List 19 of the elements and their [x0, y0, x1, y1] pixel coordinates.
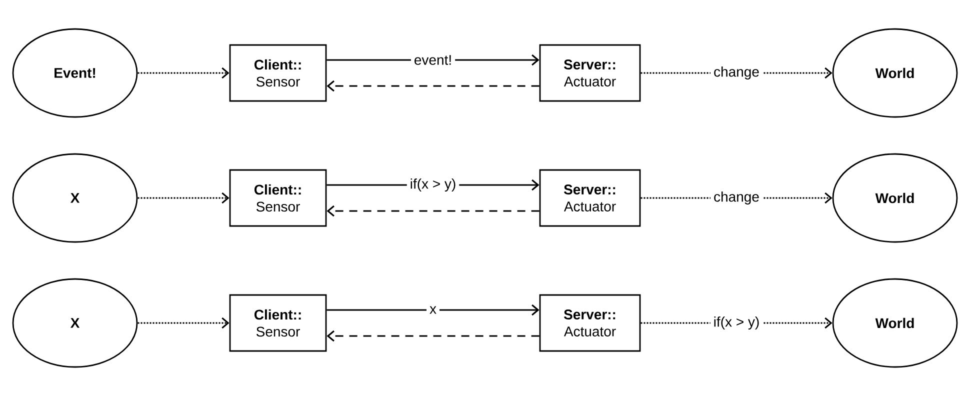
arrow	[326, 205, 540, 217]
arrow	[326, 330, 540, 342]
arrow	[326, 304, 540, 316]
arrow	[326, 80, 540, 92]
edge-label: event!	[410, 52, 456, 68]
process-box: Server:: Actuator	[539, 44, 641, 102]
process-box: Client:: Sensor	[229, 294, 327, 352]
process-box: Client:: Sensor	[229, 169, 327, 227]
edge-label: x	[426, 303, 440, 317]
edge-label: if(x > y)	[710, 313, 763, 333]
edge-label: change	[710, 63, 762, 83]
edge-label: change	[710, 188, 762, 208]
process-box: Server:: Actuator	[539, 294, 641, 352]
arrow	[138, 317, 230, 329]
process-box: Server:: Actuator	[539, 169, 641, 227]
edge-label: if(x > y)	[406, 175, 460, 195]
arrow	[138, 192, 230, 204]
arrow	[138, 67, 230, 79]
process-box: Client:: Sensor	[229, 44, 327, 102]
